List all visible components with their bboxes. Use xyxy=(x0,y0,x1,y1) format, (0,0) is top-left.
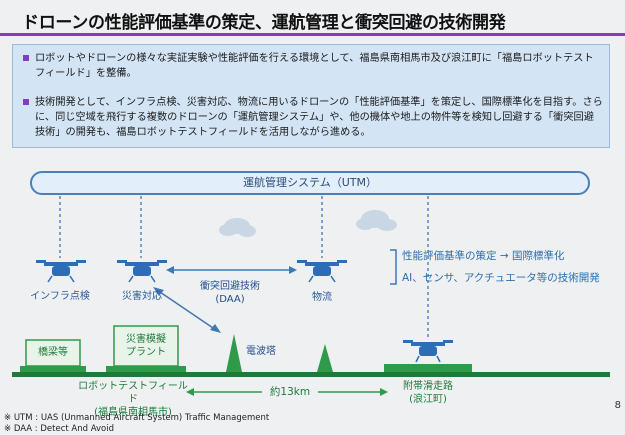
radio-tower-label: 電波塔 xyxy=(246,346,276,357)
bullet-item: 技術開発として、インフラ点検、災害対応、物流に用いるドローンの「性能評価基準」を… xyxy=(23,95,603,145)
utm-bar: 運航管理システム（UTM） xyxy=(30,171,590,195)
ground-line xyxy=(12,372,610,377)
bullet-item: ロボットやドローンの様々な実証実験や性能評価を行える環境として、福島県南相馬市及… xyxy=(23,51,601,83)
footnote-utm: ※ UTM : UAS (Unmanned Aircraft System) T… xyxy=(4,413,270,423)
drone-label-logistics: 物流 xyxy=(312,292,332,303)
bridge-label: 橋梁等 xyxy=(38,347,68,358)
runway-icon xyxy=(384,364,472,372)
disaster-plant-label-line1: 災害模擬 xyxy=(126,334,166,345)
drone-icon xyxy=(36,260,86,283)
drone-label-disaster: 災害対応 xyxy=(122,291,162,302)
cloud-icon xyxy=(356,210,397,231)
daa-arrow xyxy=(166,266,297,274)
footnote-daa: ※ DAA : Detect And Avoid xyxy=(4,424,115,434)
daa-label-line2: (DAA) xyxy=(215,294,245,305)
distance-label: 約13km xyxy=(269,386,311,398)
bullet-square-icon xyxy=(23,99,29,105)
daa-label-line1: 衝突回避技術 xyxy=(200,281,260,292)
bridge-base xyxy=(20,366,86,372)
radio-tower-icon xyxy=(317,344,333,372)
radio-tower-icon xyxy=(226,334,242,372)
right-note-standard: 性能評価基準の策定 → 国際標準化 xyxy=(402,250,565,262)
disaster-plant-label-line2: プラント xyxy=(126,347,166,358)
runway-label-line1: 附帯滑走路 xyxy=(403,381,453,392)
runway-label: 附帯滑走路 (浪江町) xyxy=(386,380,470,406)
utm-link-lines xyxy=(59,196,429,338)
drone-icon xyxy=(117,260,167,283)
rtf-label-line1: ロボットテストフィールド xyxy=(78,381,188,405)
disaster-plant-box xyxy=(113,325,179,367)
drone-label-infra: インフラ点検 xyxy=(30,291,90,302)
disaster-plant-base xyxy=(106,366,186,372)
bullet-text: 技術開発として、インフラ点検、災害対応、物流に用いるドローンの「性能評価基準」を… xyxy=(35,97,603,138)
rtf-label: ロボットテストフィールド (福島県南相馬市) xyxy=(78,380,188,419)
cloud-icon xyxy=(219,218,256,237)
bullet-text: ロボットやドローンの様々な実証実験や性能評価を行える環境として、福島県南相馬市及… xyxy=(35,53,594,79)
summary-box: ロボットやドローンの様々な実証実験や性能評価を行える環境として、福島県南相馬市及… xyxy=(12,44,610,148)
daa-label: 衝突回避技術 (DAA) xyxy=(190,280,270,306)
page-number: 8 xyxy=(614,400,621,411)
runway-label-line2: (浪江町) xyxy=(409,394,447,405)
right-bracket xyxy=(390,249,397,285)
rtf-label-line2: (福島県南相馬市) xyxy=(94,407,172,418)
disaster-plant-label: 災害模擬 プラント xyxy=(114,333,178,359)
right-note-tech: AI、センサ、アクチュエータ等の技術開発 xyxy=(402,272,600,284)
slide-title: ドローンの性能評価基準の策定、運航管理と衝突回避の技術開発 xyxy=(22,13,506,33)
drone-icon xyxy=(297,260,347,283)
tower-arrow xyxy=(153,287,221,333)
bullet-square-icon xyxy=(23,55,29,61)
drone-icon xyxy=(403,340,453,363)
title-rule xyxy=(0,33,625,36)
distance-arrow xyxy=(186,388,388,396)
